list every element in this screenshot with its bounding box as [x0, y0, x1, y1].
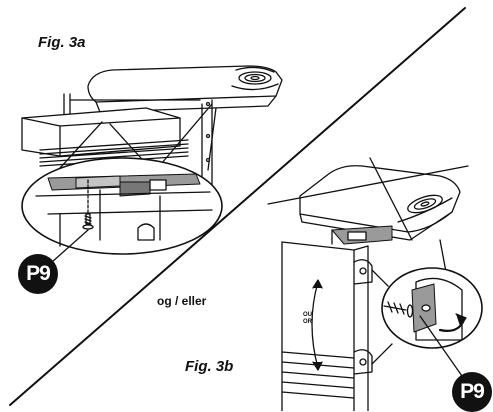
and-or-label: og / eller: [157, 294, 207, 308]
arrow-label-or: OR: [303, 319, 312, 325]
drawer-unit-a: [21, 107, 189, 167]
figure-3a-label: Fig. 3a: [38, 34, 86, 51]
cross-line-2: [369, 157, 413, 241]
cross-line-1: [267, 165, 469, 205]
cabinet-body-b: [281, 241, 373, 411]
cabinet-top-a: [87, 65, 283, 113]
diagonal-divider: [9, 7, 466, 406]
screw-a: [51, 213, 94, 263]
zoom-detail-b: [371, 239, 483, 377]
figure-3b-label: Fig. 3b: [185, 358, 234, 375]
bracket-b: [331, 225, 393, 245]
zoom-detail-a: [21, 157, 223, 255]
part-badge-p9-b: P9: [452, 372, 492, 412]
up-down-arrow: [311, 279, 323, 371]
part-badge-p9-a: P9: [18, 254, 58, 294]
arrow-label-ou: OU: [303, 312, 312, 318]
